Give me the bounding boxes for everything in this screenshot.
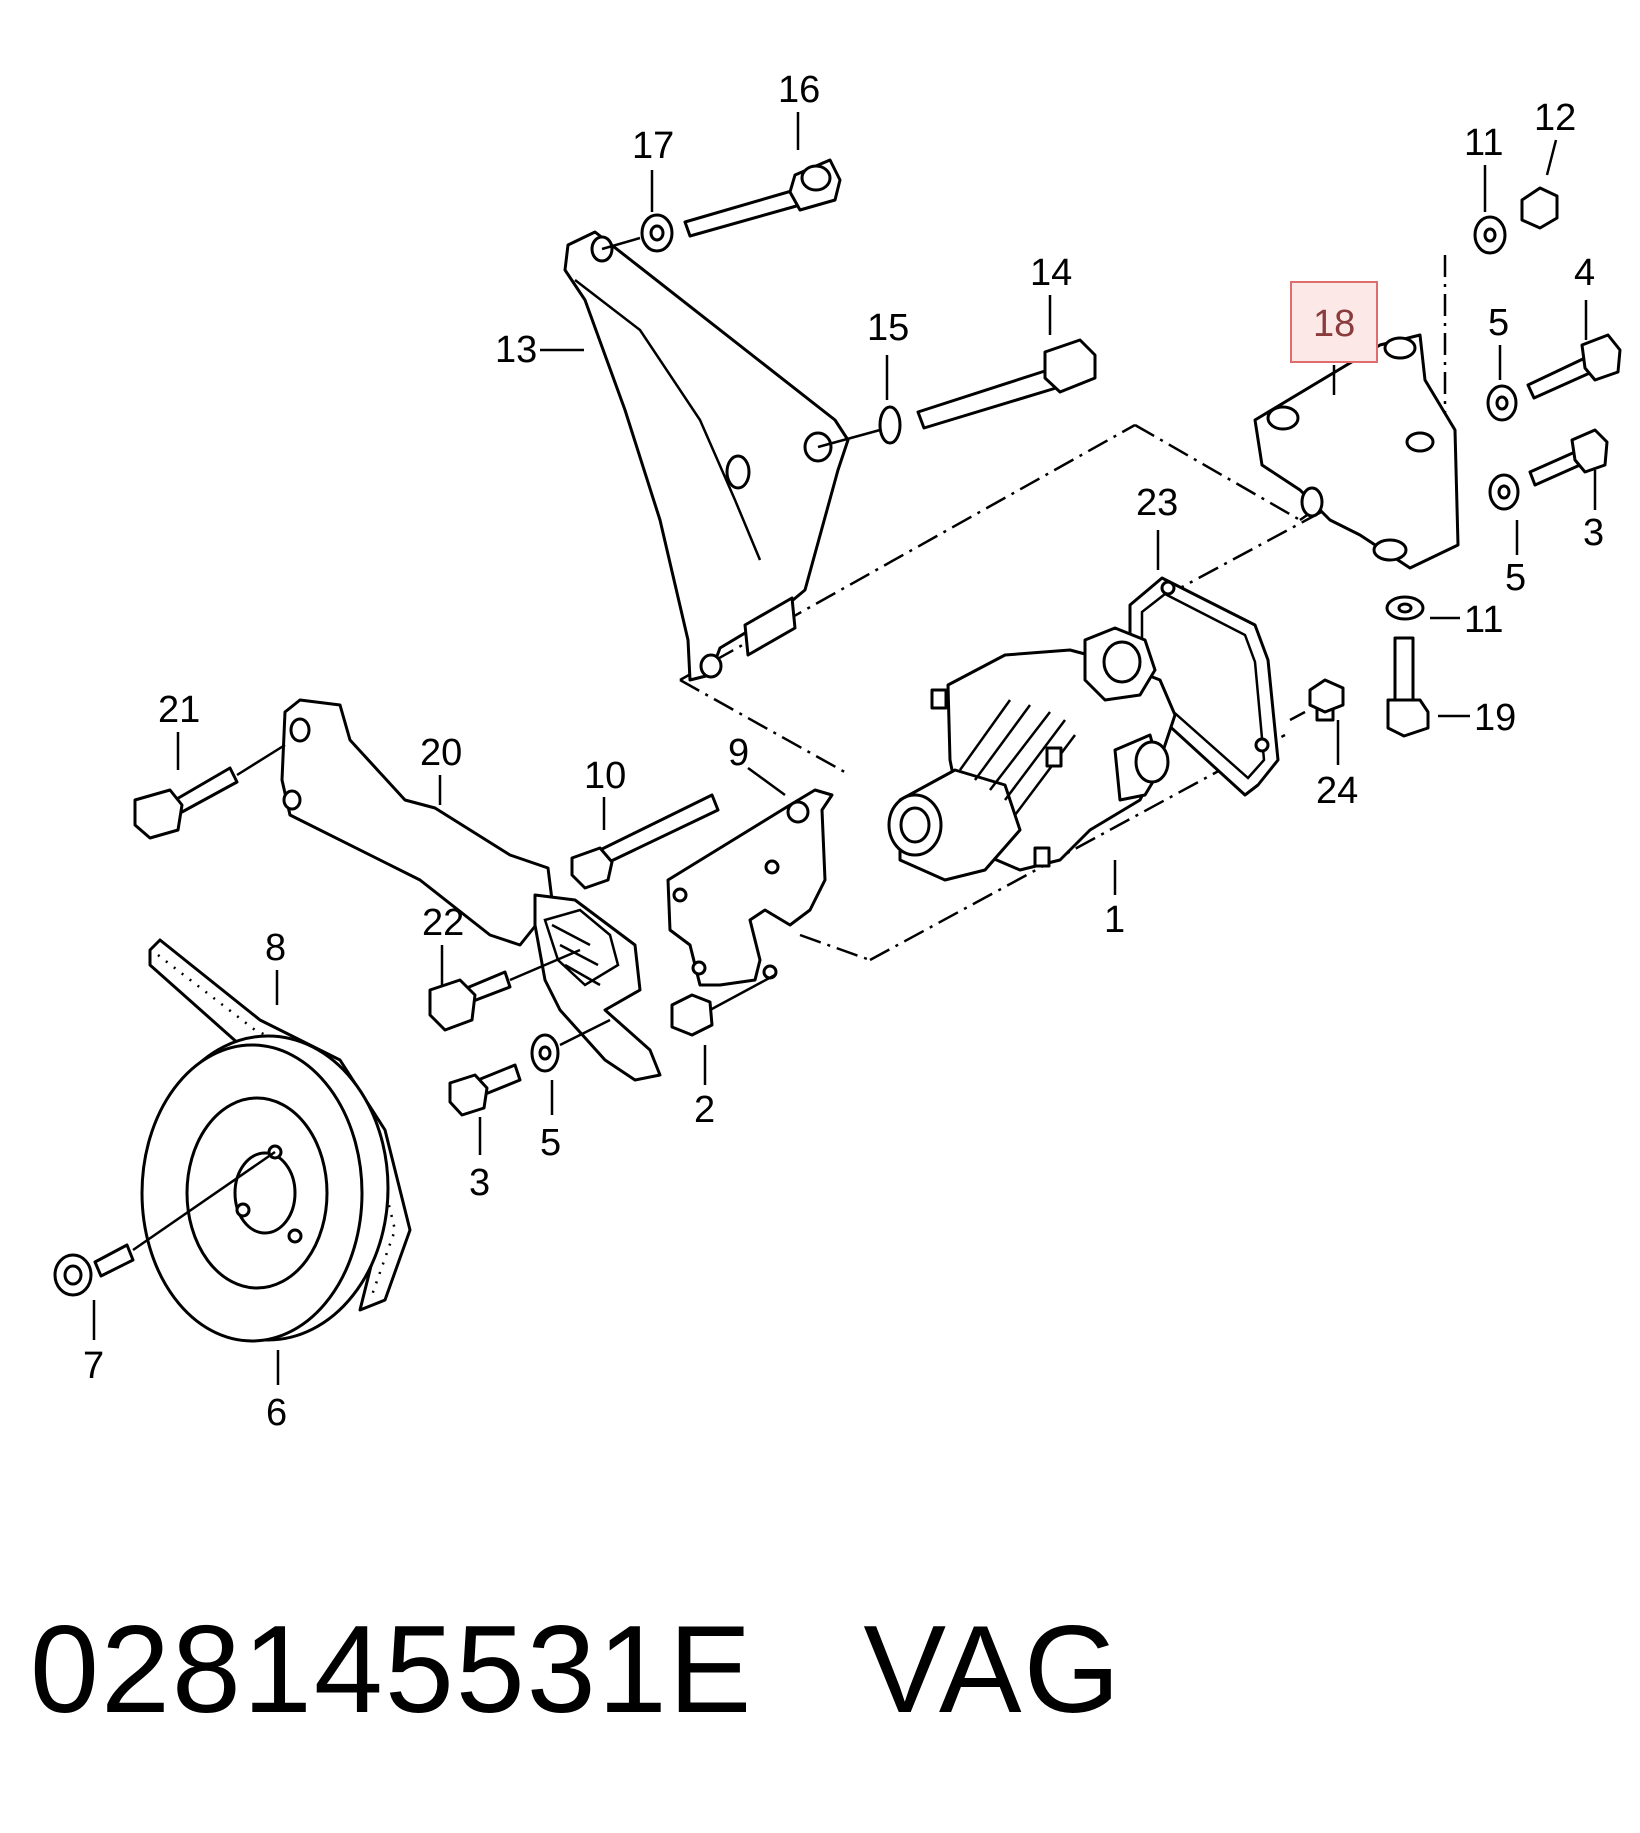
part-10-bolt bbox=[570, 793, 720, 890]
callout-21: 21 bbox=[158, 689, 200, 731]
callout-leaders bbox=[92, 112, 1597, 1385]
callout-labels: 16 17 13 14 15 18 11 12 4 5 3 5 11 19 24… bbox=[83, 69, 1604, 1434]
part-20-bracket bbox=[280, 698, 662, 1082]
callout-5-top: 5 bbox=[1488, 302, 1509, 344]
callout-18: 18 bbox=[1313, 303, 1355, 345]
callout-15: 15 bbox=[867, 307, 909, 349]
part-3-bolt-lower bbox=[448, 1063, 522, 1117]
callout-9: 9 bbox=[728, 732, 749, 774]
part-14-bolt bbox=[916, 338, 1097, 430]
callout-10: 10 bbox=[584, 755, 626, 797]
part-11-washer-top bbox=[1473, 215, 1507, 255]
part-3-bolt-right bbox=[1528, 428, 1609, 487]
leader-5-bracket bbox=[559, 1018, 611, 1047]
part-5-washer-a bbox=[1486, 384, 1518, 422]
callout-13: 13 bbox=[495, 329, 537, 371]
callout-4: 4 bbox=[1574, 252, 1595, 294]
leader-17-bracket bbox=[601, 236, 641, 251]
part-11-washer-bottom bbox=[1385, 595, 1425, 621]
callout-11-top: 11 bbox=[1464, 122, 1503, 164]
callout-24: 24 bbox=[1316, 770, 1358, 812]
callout-8: 8 bbox=[265, 927, 286, 969]
part-19-bolt bbox=[1386, 636, 1430, 738]
brand-name: VAG bbox=[863, 1601, 1123, 1739]
part-24-screw bbox=[1308, 678, 1345, 722]
part-1-pump bbox=[887, 626, 1177, 882]
part-5-washer-b bbox=[1488, 473, 1520, 511]
part-22-bolt bbox=[428, 970, 512, 1032]
part-12-nut bbox=[1520, 186, 1559, 230]
caption: 028145531E VAG bbox=[30, 1580, 1122, 1760]
part-17-washer bbox=[640, 213, 674, 253]
part-2-nut bbox=[670, 993, 714, 1037]
callout-12: 12 bbox=[1534, 97, 1576, 139]
callout-18-highlight: 18 bbox=[1290, 281, 1378, 363]
callout-20: 20 bbox=[420, 732, 462, 774]
callout-6: 6 bbox=[266, 1392, 287, 1434]
part-15-washer bbox=[878, 405, 902, 445]
callout-3-right: 3 bbox=[1583, 512, 1604, 554]
callout-19: 19 bbox=[1474, 697, 1516, 739]
exploded-parts-diagram: 16 17 13 14 15 18 11 12 4 5 3 5 11 19 24… bbox=[53, 69, 1622, 1434]
callout-3-lower: 3 bbox=[469, 1162, 490, 1204]
part-6-pulley bbox=[140, 1034, 390, 1343]
leader-21-bracket bbox=[236, 743, 286, 777]
leader-15-bracket bbox=[817, 428, 881, 449]
callout-5-right: 5 bbox=[1505, 557, 1526, 599]
leader-7-pulley bbox=[132, 1150, 276, 1252]
part-number: 028145531E bbox=[30, 1601, 754, 1739]
leader-2-plate bbox=[709, 973, 776, 1012]
callout-2: 2 bbox=[694, 1089, 715, 1131]
callout-22: 22 bbox=[422, 902, 464, 944]
callout-17: 17 bbox=[632, 125, 674, 167]
highlight-box bbox=[1290, 281, 1378, 363]
part-5-washer-lower bbox=[530, 1033, 560, 1073]
part-18-bracket bbox=[1253, 333, 1460, 570]
part-4-bolt bbox=[1526, 333, 1622, 400]
part-16-bolt bbox=[683, 158, 842, 238]
callout-11-bottom: 11 bbox=[1464, 599, 1503, 641]
callout-5-lower: 5 bbox=[540, 1122, 561, 1164]
part-21-bolt bbox=[133, 766, 239, 840]
part-7-bolt bbox=[53, 1243, 135, 1297]
callout-16: 16 bbox=[778, 69, 820, 111]
callout-23: 23 bbox=[1136, 482, 1178, 524]
callout-1: 1 bbox=[1104, 899, 1125, 941]
part-13-bracket bbox=[563, 230, 850, 682]
leader-22-bracket bbox=[509, 948, 581, 982]
callout-14: 14 bbox=[1030, 252, 1072, 294]
callout-7: 7 bbox=[83, 1345, 104, 1387]
